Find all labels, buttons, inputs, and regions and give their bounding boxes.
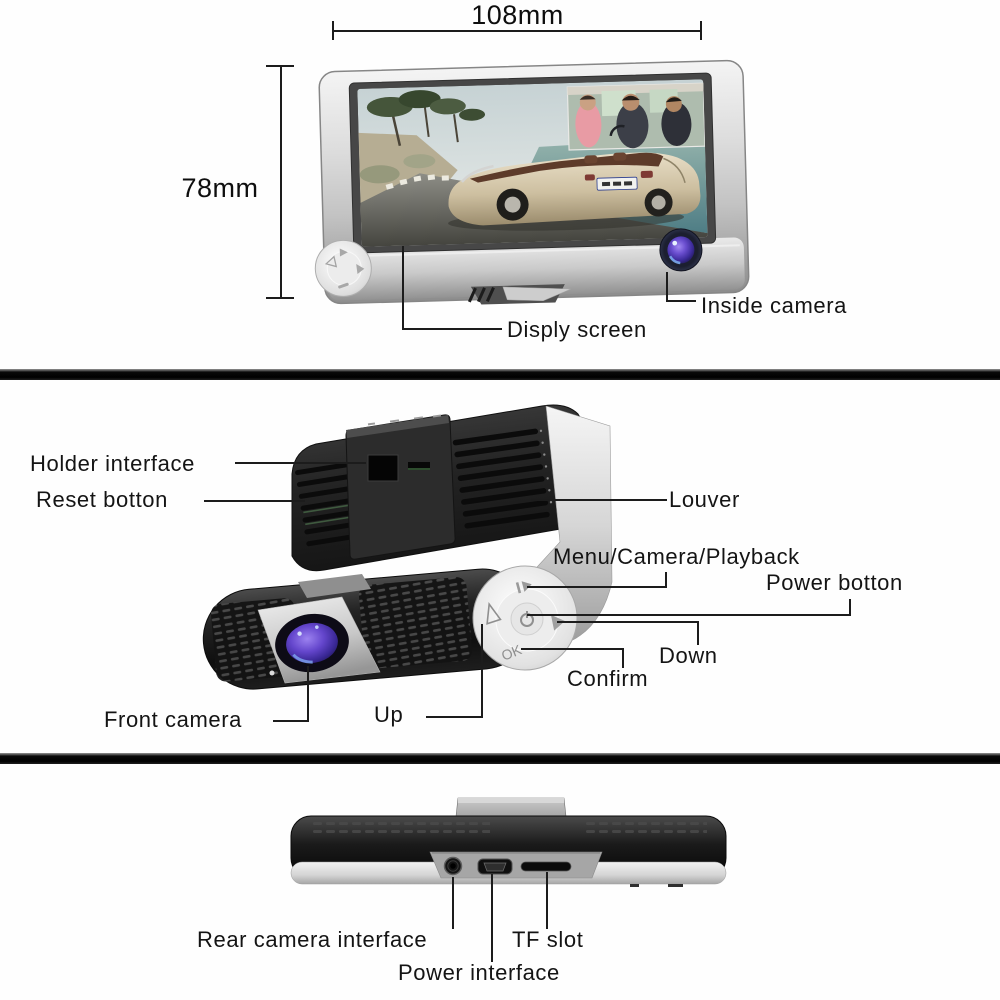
width-dimension-value: 108mm [471, 0, 564, 30]
mini-usb-port [477, 858, 513, 875]
down-label: Down [659, 643, 718, 668]
rear-camera-interface-leader [452, 877, 454, 929]
height-dimension-tick-bottom [266, 297, 294, 299]
pine-trees [366, 90, 486, 147]
power-button-leader-h [527, 614, 851, 616]
menu-leader-v [665, 572, 667, 588]
guard-stones [385, 174, 449, 190]
wedge-top [298, 574, 371, 598]
front-camera-label: Front camera [104, 707, 243, 732]
display-screen-leader-v [402, 246, 404, 330]
confirm-label: Confirm [567, 666, 649, 691]
power-button [510, 602, 544, 636]
power-button-leader-v [849, 599, 851, 616]
dashcam-front-device [314, 59, 750, 305]
confirm-leader-v [622, 648, 624, 668]
display-screen-label: Disply screen [507, 317, 647, 342]
reset-button-label: Reset botton [36, 487, 168, 512]
inside-camera-label: Inside camera [701, 293, 847, 318]
menu-camera-playback-label: Menu/Camera/Playback [553, 544, 800, 569]
louver-right [452, 428, 553, 529]
bottom-mount-tab [467, 284, 572, 305]
width-dimension-tick-right [700, 21, 702, 40]
tf-slot-leader [546, 872, 548, 929]
height-dimension-line [280, 66, 282, 299]
louver-leader [531, 499, 667, 501]
tf-card-slot [520, 861, 572, 872]
reset-slot [408, 462, 430, 468]
divider-bar-2 [0, 753, 1000, 764]
inside-camera-leader-h [666, 300, 696, 302]
front-camera-leader-h [273, 720, 309, 722]
up-icon [486, 601, 502, 625]
taillight-left [584, 174, 595, 181]
inside-camera-leader-v [666, 272, 668, 302]
divider-bar-1 [0, 369, 1000, 380]
menu-leader-h [527, 586, 667, 588]
front-camera-leader-v [307, 666, 309, 722]
louver-label: Louver [669, 487, 740, 512]
louver-left [295, 462, 360, 547]
windshield-frame [460, 164, 494, 183]
display-screen [357, 79, 708, 247]
connector-recess [429, 851, 603, 879]
height-dimension-value: 78mm [181, 173, 259, 203]
speaker-grille-center [358, 577, 473, 669]
driver [616, 102, 649, 149]
dashcam-rear-device: OK [202, 404, 613, 690]
reset-button-leader [204, 500, 305, 502]
power-button-label: Power botton [766, 570, 903, 595]
passenger-pink [575, 101, 602, 148]
inside-camera-lens [659, 228, 703, 272]
rear-camera-jack [443, 856, 463, 876]
holder-interface-leader [235, 462, 366, 464]
up-label: Up [374, 702, 404, 727]
front-camera-assembly [257, 596, 381, 684]
holder-interface-socket [367, 454, 399, 482]
grille-strip-left [312, 821, 490, 838]
height-dimension-tick-top [266, 65, 294, 67]
width-dimension-tick-left [332, 21, 334, 40]
rear-camera-interface-label: Rear camera interface [197, 927, 428, 952]
grille-strip-right [582, 821, 707, 838]
holder-interface-label: Holder interface [30, 451, 195, 476]
ok-button-label: OK [499, 641, 524, 664]
pip-inset-interior-view [566, 82, 706, 151]
power-interface-label: Power interface [398, 960, 560, 985]
down-leader-h [557, 621, 699, 623]
convertible-car [448, 152, 701, 226]
down-leader-v [697, 621, 699, 645]
taillight-right [640, 170, 653, 178]
dashcam-bottom-device [290, 797, 727, 887]
rear-view-illustration: OK [202, 404, 613, 690]
confirm-leader-h [521, 648, 624, 650]
display-screen-leader-h [402, 328, 502, 330]
holder-plate [345, 414, 456, 560]
up-leader-h [426, 716, 483, 718]
bottom-view-illustration [290, 797, 727, 887]
front-view-illustration [314, 59, 750, 305]
side-control-pad [314, 239, 372, 297]
tf-slot-label: TF slot [512, 927, 584, 952]
up-leader-v [481, 624, 483, 718]
width-dimension-line [333, 30, 701, 32]
control-pad: OK [472, 565, 578, 671]
power-interface-leader [491, 874, 493, 962]
mode-icon [515, 581, 532, 594]
